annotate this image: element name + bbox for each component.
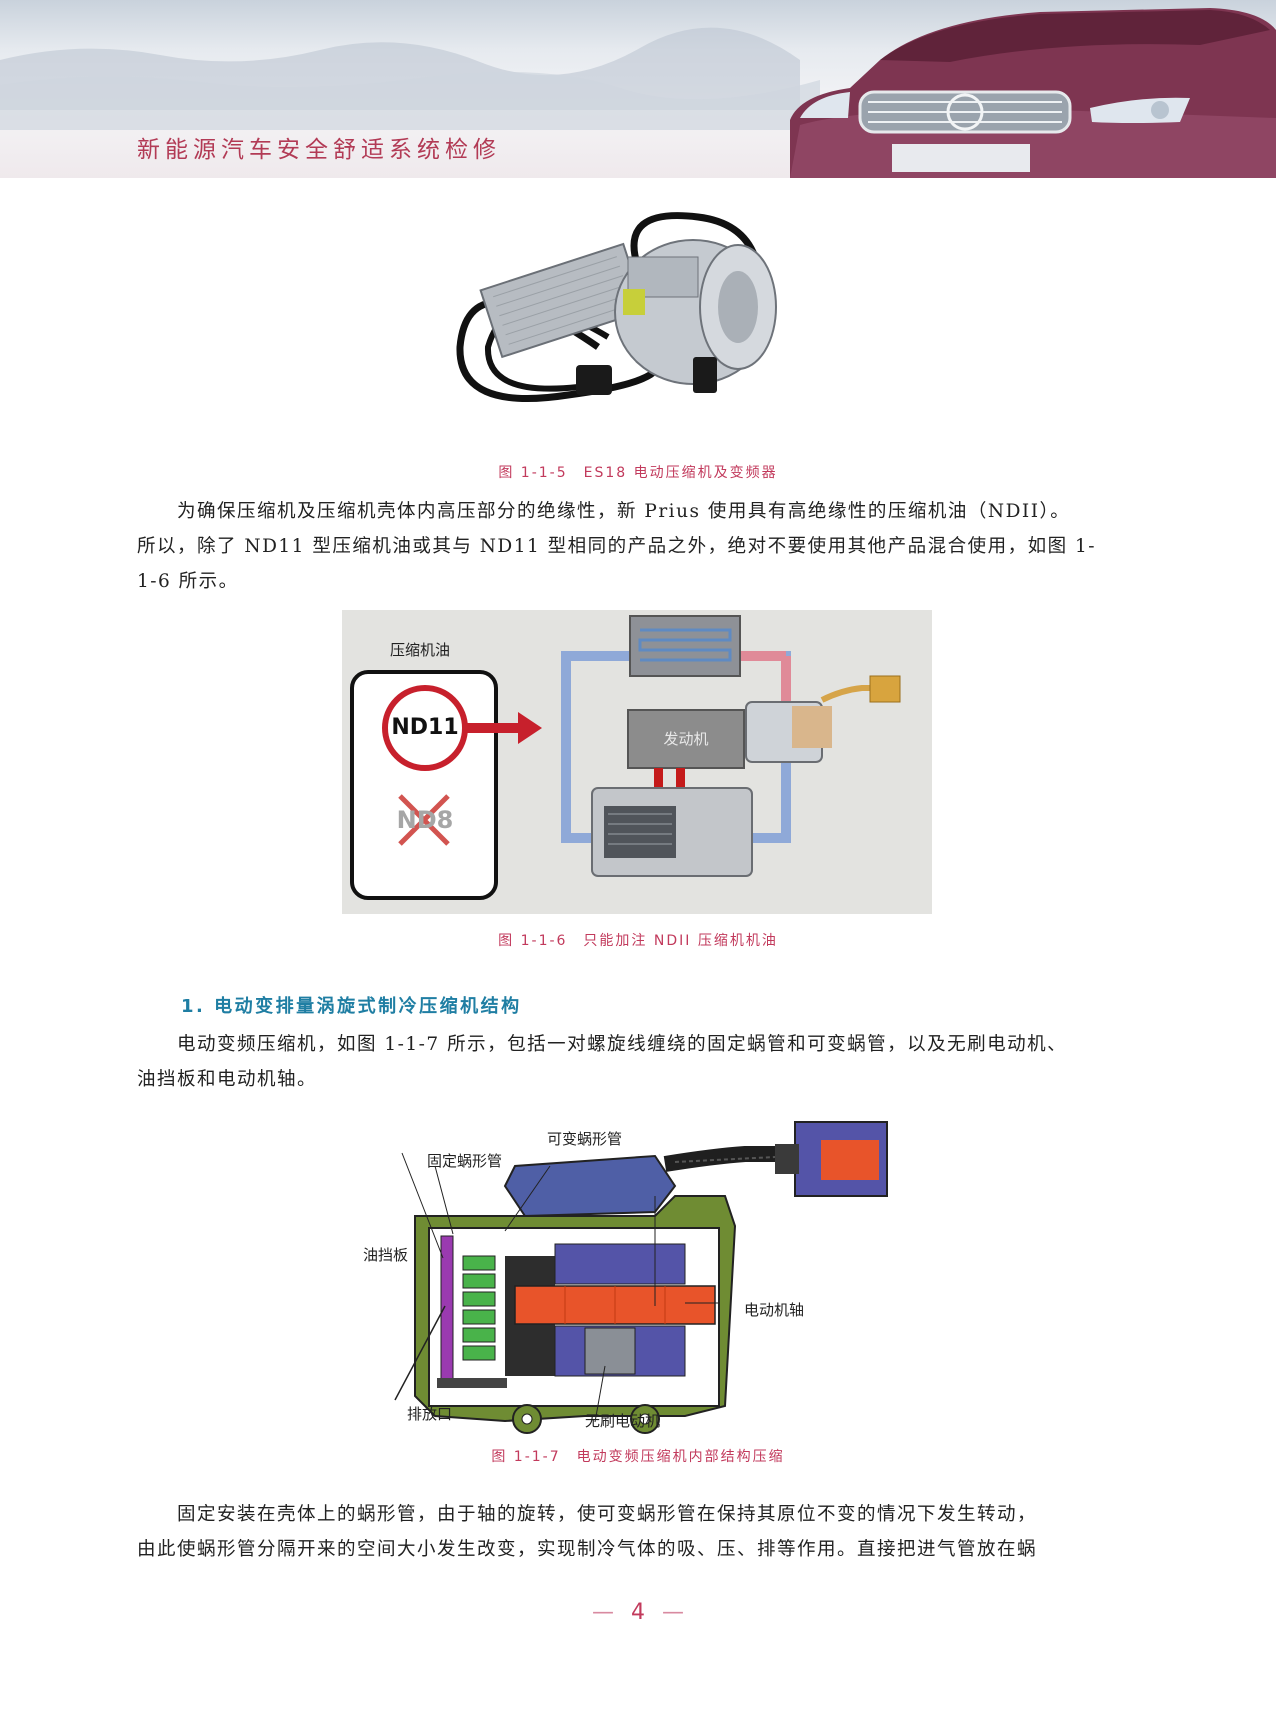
nd8-label: ND8 xyxy=(396,806,454,834)
label-fixed-scroll: 固定蜗形管 xyxy=(427,1152,503,1170)
paragraph-operation: 固定安装在壳体上的蜗形管，由于轴的旋转，使可变蜗形管在保持其原位不变的情况下发生… xyxy=(137,1497,1147,1567)
text-line: 由此使蜗形管分隔开来的空间大小发生改变，实现制冷气体的吸、压、排等作用。直接把进… xyxy=(137,1539,1038,1560)
text-line: 所以，除了 ND11 型压缩机油或其与 ND11 型相同的产品之外，绝对不要使用… xyxy=(137,536,1097,557)
page-number-value: 4 xyxy=(631,1600,645,1625)
figure-compressor-cutaway: 可变蜗形管 固定蜗形管 油挡板 电动机轴 排放口 无刷电动机 xyxy=(355,1116,935,1436)
section-heading: 1. 电动变排量涡旋式制冷压缩机结构 xyxy=(181,996,522,1017)
oil-label: 压缩机油 xyxy=(390,641,451,659)
compressor-cutaway-diagram xyxy=(394,1121,888,1434)
label-variable-scroll: 可变蜗形管 xyxy=(547,1130,623,1148)
page-dash-left: — xyxy=(592,1600,614,1625)
page-number: — 4 — xyxy=(588,1600,688,1625)
text-line: 油挡板和电动机轴。 xyxy=(137,1069,318,1090)
figure-oil-diagram: 压缩机油 ND11 ND8 发动机 xyxy=(342,610,932,914)
series-title: 新能源汽车安全舒适系统检修 xyxy=(137,137,501,163)
figure-caption-1-1-6: 图 1-1-6 只能加注 NDII 压缩机机油 xyxy=(498,933,778,949)
label-discharge: 排放口 xyxy=(407,1405,453,1423)
text-line: 固定安装在壳体上的蜗形管，由于轴的旋转，使可变蜗形管在保持其原位不变的情况下发生… xyxy=(177,1504,1038,1525)
paragraph-structure: 电动变频压缩机，如图 1-1-7 所示，包括一对螺旋线缠绕的固定蜗管和可变蜗管，… xyxy=(137,1027,1147,1097)
oil-system-diagram xyxy=(342,610,932,914)
text-line: 电动变频压缩机，如图 1-1-7 所示，包括一对螺旋线缠绕的固定蜗管和可变蜗管，… xyxy=(177,1034,1068,1055)
label-brushless-motor: 无刷电动机 xyxy=(585,1412,661,1430)
label-oil-baffle: 油挡板 xyxy=(363,1246,409,1264)
figure-compressor-photo xyxy=(448,197,828,437)
figure-caption-1-1-7: 图 1-1-7 电动变频压缩机内部结构压缩 xyxy=(491,1449,785,1465)
engine-label: 发动机 xyxy=(663,730,709,748)
compressor-photo xyxy=(456,212,777,402)
header-banner: 新能源汽车安全舒适系统检修 xyxy=(0,0,1276,178)
nd11-label: ND11 xyxy=(391,715,459,740)
page-dash-right: — xyxy=(662,1600,684,1625)
paragraph-oil: 为确保压缩机及压缩机壳体内高压部分的绝缘性，新 Prius 使用具有高绝缘性的压… xyxy=(137,494,1147,599)
label-motor-shaft: 电动机轴 xyxy=(744,1301,805,1319)
text-line: 1-6 所示。 xyxy=(137,571,239,592)
figure-caption-1-1-5: 图 1-1-5 ES18 电动压缩机及变频器 xyxy=(498,465,778,481)
text-line: 为确保压缩机及压缩机壳体内高压部分的绝缘性，新 Prius 使用具有高绝缘性的压… xyxy=(177,501,1071,522)
car-banner-image xyxy=(0,8,1276,178)
